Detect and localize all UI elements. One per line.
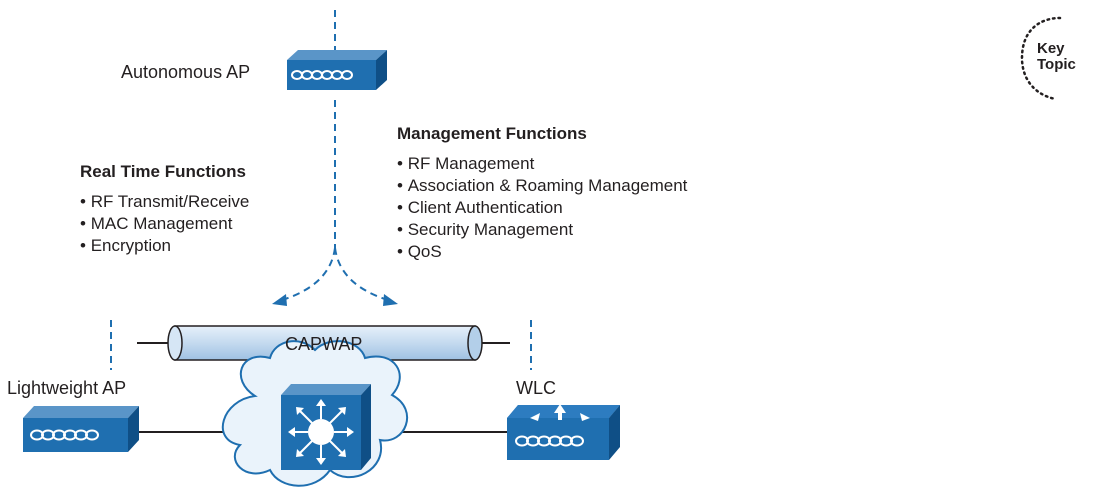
list-item: QoS	[397, 241, 687, 263]
autonomous-ap-label: Autonomous AP	[121, 62, 251, 82]
list-item: Encryption	[80, 235, 249, 257]
list-item: MAC Management	[80, 213, 249, 235]
key-topic-line2: Topic	[1037, 56, 1076, 73]
real-time-functions-list: RF Transmit/Receive MAC Management Encry…	[80, 191, 250, 257]
split-arrowhead-left	[272, 294, 287, 306]
list-item: Association & Roaming Management	[397, 175, 688, 197]
list-item: RF Management	[397, 153, 687, 175]
lightweight-ap-label: Lightweight AP	[7, 378, 127, 398]
lightweight-ap-icon	[23, 406, 139, 452]
split-arrow-right	[334, 247, 389, 301]
wireless-controller-icon	[507, 404, 620, 460]
list-item: Client Authentication	[397, 197, 687, 219]
key-topic-line1: Key	[1037, 40, 1065, 57]
split-arrow-left	[281, 247, 336, 301]
split-arrowhead-right	[383, 294, 398, 306]
management-functions-list: RF Management Association & Roaming Mana…	[397, 153, 688, 263]
key-topic-label: Key Topic	[1037, 41, 1076, 73]
wlc-label: WLC	[516, 378, 556, 398]
list-item: RF Transmit/Receive	[80, 191, 250, 213]
management-functions-heading: Management Functions	[397, 124, 587, 143]
autonomous-ap-icon	[287, 50, 387, 90]
layer3-switch-icon	[281, 384, 371, 470]
capwap-tunnel-label: CAPWAP	[285, 334, 363, 354]
key-topic-badge-icon	[1020, 16, 1062, 101]
list-item: Security Management	[397, 219, 687, 241]
real-time-functions-heading: Real Time Functions	[80, 162, 246, 181]
